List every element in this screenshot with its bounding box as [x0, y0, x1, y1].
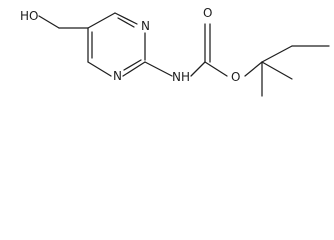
bond-ring-top-right-inner	[117, 17, 135, 28]
bond-tert-butyl-bottom-right	[261, 61, 293, 80]
molecule-structure-drawing: HO N N O NH O	[20, 6, 330, 97]
bond-ring-bottom-right-inner	[123, 59, 142, 71]
structure-canvas: HO N N O NH O	[0, 0, 334, 104]
bond-ring-top-left	[87, 12, 116, 29]
atom-label-n-bottom: N	[113, 69, 122, 83]
atom-label-ester-o: O	[231, 70, 240, 84]
bond-tert-butyl-right	[261, 45, 293, 63]
bond-ring-bottom-right	[122, 61, 146, 77]
atom-label-n-top: N	[141, 19, 150, 33]
bond-ring-bottom-left	[87, 61, 112, 77]
bond-ring-top-right	[114, 12, 138, 25]
bond-ester-tert-butyl	[244, 61, 263, 77]
atom-label-carbonyl-o: O	[203, 6, 212, 20]
atom-label-ho: HO	[20, 9, 38, 23]
bond-carbonyl-ester	[204, 61, 228, 77]
bond-nh-carbonyl	[190, 61, 206, 77]
atom-label-nh: NH	[172, 70, 190, 84]
bond-oh-ch2	[38, 15, 60, 29]
bond-ring-nh	[144, 61, 173, 77]
